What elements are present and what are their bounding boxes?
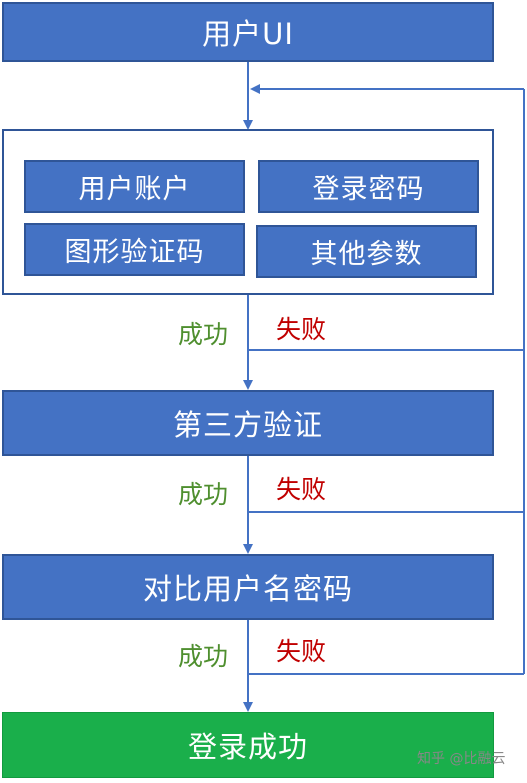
success-label-1: 成功 — [178, 320, 229, 349]
field-login-password: 登录密码 — [258, 160, 479, 213]
field-user-account: 用户账户 — [24, 160, 245, 213]
login-success-label: 登录成功 — [187, 730, 308, 764]
fail-label-3: 失败 — [276, 637, 327, 666]
field-other-params: 其他参数 — [256, 225, 477, 278]
field-captcha-label: 图形验证码 — [64, 237, 205, 268]
fail-label-2: 失败 — [276, 475, 327, 504]
third-party-verify-box: 第三方验证 — [2, 390, 494, 456]
field-captcha: 图形验证码 — [24, 223, 245, 276]
field-other-params-label: 其他参数 — [310, 239, 423, 270]
field-login-password-label: 登录密码 — [312, 174, 425, 205]
login-success-box: 登录成功 — [2, 712, 494, 778]
success-label-2: 成功 — [178, 480, 229, 509]
fail-label-1: 失败 — [276, 315, 327, 344]
compare-credentials-label: 对比用户名密码 — [142, 572, 353, 606]
compare-credentials-box: 对比用户名密码 — [2, 554, 494, 620]
success-label-3: 成功 — [178, 642, 229, 671]
field-user-account-label: 用户账户 — [78, 174, 191, 205]
third-party-verify-label: 第三方验证 — [172, 408, 323, 442]
user-ui-label: 用户UI — [202, 17, 294, 51]
user-ui-box: 用户UI — [2, 2, 494, 62]
watermark: 知乎 @比融云 — [417, 751, 506, 767]
